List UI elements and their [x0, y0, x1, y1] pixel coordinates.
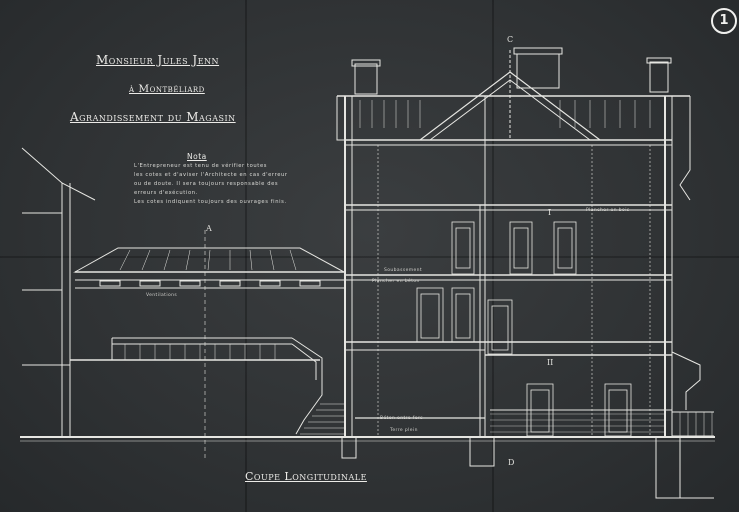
client-name: Monsieur Jules Jenn: [96, 53, 220, 67]
project-title: Agrandissement du Magasin: [70, 110, 236, 124]
town-name: à Montbéliard: [129, 83, 205, 95]
fill-label: Terre plein: [390, 428, 418, 433]
paper-fold: [0, 256, 739, 258]
nota-line: ou de doute. Il sera toujours responsabl…: [134, 181, 279, 187]
terrace: [69, 230, 346, 460]
main-building: [336, 47, 714, 499]
paper-fold: [245, 0, 247, 512]
nota-line: erreurs d'exécution.: [134, 190, 198, 196]
floor-label-concrete: Plancher en béton: [372, 279, 420, 284]
basement-label: Soubassement: [384, 268, 423, 273]
nota-line: Les cotes indiquent toujours des ouvrage…: [134, 199, 287, 205]
pavilion-roof: [73, 247, 345, 289]
foundation: [341, 437, 714, 499]
ventilation-label: Ventilations: [146, 293, 178, 298]
nota-line: L'Entrepreneur est tenu de vérifier tout…: [134, 163, 268, 169]
section-title: Coupe Longitudinale: [245, 470, 367, 483]
level-marker-1: I: [548, 208, 552, 217]
section-marker-a: A: [206, 224, 212, 233]
paper-fold: [492, 0, 494, 512]
ground-line: [20, 436, 715, 442]
sheet-number: 1: [711, 8, 737, 34]
section-marker-c: C: [507, 35, 514, 44]
level-marker-2: II: [547, 358, 554, 367]
right-annex: [671, 351, 714, 437]
nota-line: les cotes et d'aviser l'Architecte en ca…: [134, 172, 288, 178]
neighbor-building: [21, 147, 96, 437]
section-marker-d: D: [508, 458, 515, 467]
nota-title: Nota: [187, 152, 207, 161]
